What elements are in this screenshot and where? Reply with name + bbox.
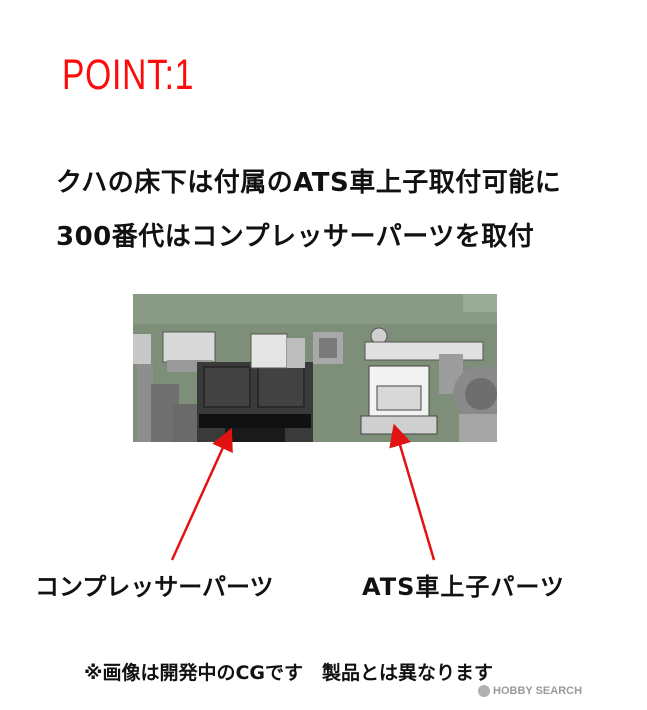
- watermark: HOBBY SEARCH: [478, 685, 582, 697]
- ats-part-label: ATS車上子パーツ: [362, 573, 565, 601]
- description-line-1: クハの床下は付属のATS車上子取付可能に: [56, 168, 562, 198]
- compressor-arrow: [170, 427, 233, 561]
- ats-arrow: [389, 423, 436, 561]
- description-line-2: 300番代はコンプレッサーパーツを取付: [56, 222, 535, 252]
- point-title: POINT:1: [62, 51, 195, 99]
- cg-disclaimer-note: ※画像は開発中のCGです 製品とは異なります: [84, 662, 494, 684]
- compressor-part-label: コンプレッサーパーツ: [35, 573, 274, 601]
- hobby-search-logo-icon: [478, 685, 490, 697]
- watermark-text: HOBBY SEARCH: [493, 685, 583, 697]
- underfloor-cg-image: [133, 294, 497, 442]
